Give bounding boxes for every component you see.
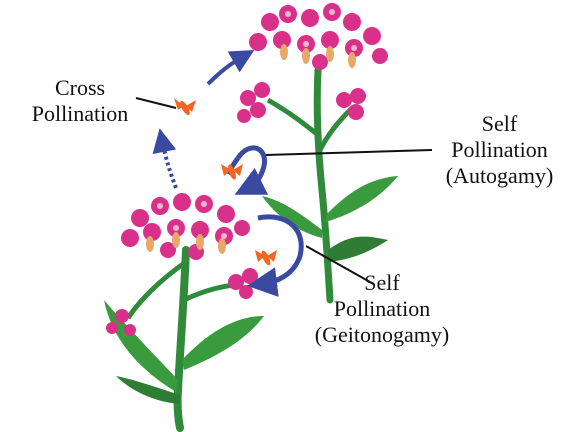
flower bbox=[312, 54, 328, 70]
cross-arrow-lower bbox=[162, 140, 176, 188]
label-line: Self bbox=[432, 111, 565, 137]
flower bbox=[363, 27, 381, 45]
right-plant-leaf bbox=[326, 176, 398, 222]
flower bbox=[372, 48, 388, 64]
right-plant-branch bbox=[320, 108, 352, 150]
label-line: Pollination bbox=[432, 137, 565, 163]
geitonogamy-arrow bbox=[258, 217, 301, 284]
left-plant-branch bbox=[128, 262, 186, 318]
right-flower-cluster bbox=[249, 3, 388, 70]
leader-line-cross bbox=[136, 98, 176, 108]
leader-line-autogamy bbox=[266, 150, 432, 155]
flower bbox=[301, 9, 319, 27]
right-side-cluster-right bbox=[336, 88, 366, 120]
left-side-cluster-right bbox=[228, 268, 258, 299]
label-line: Pollination bbox=[312, 296, 452, 322]
label-self-pollination-geitonogamy: Self Pollination (Geitonogamy) bbox=[312, 270, 452, 348]
label-cross-pollination: Cross Pollination bbox=[22, 75, 138, 127]
flower bbox=[249, 33, 267, 51]
insect-icon bbox=[255, 249, 277, 266]
insect-icon bbox=[174, 98, 196, 116]
label-line: (Autogamy) bbox=[432, 163, 565, 189]
label-line: (Geitonogamy) bbox=[312, 322, 452, 348]
label-line: Cross bbox=[22, 75, 138, 101]
cross-arrow-upper bbox=[208, 56, 244, 84]
label-line: Pollination bbox=[22, 101, 138, 127]
left-plant-leaf bbox=[104, 300, 178, 392]
left-plant-leaf bbox=[182, 316, 264, 370]
right-side-cluster-left bbox=[237, 82, 270, 123]
flower bbox=[261, 13, 279, 31]
label-self-pollination-autogamy: Self Pollination (Autogamy) bbox=[432, 111, 565, 189]
insect-icon bbox=[221, 163, 243, 180]
right-plant-stem bbox=[317, 70, 330, 300]
label-line: Self bbox=[312, 270, 452, 296]
right-plant bbox=[262, 70, 398, 300]
right-plant-branch bbox=[268, 100, 318, 135]
right-plant-leaf bbox=[328, 237, 388, 262]
flower bbox=[343, 13, 361, 31]
